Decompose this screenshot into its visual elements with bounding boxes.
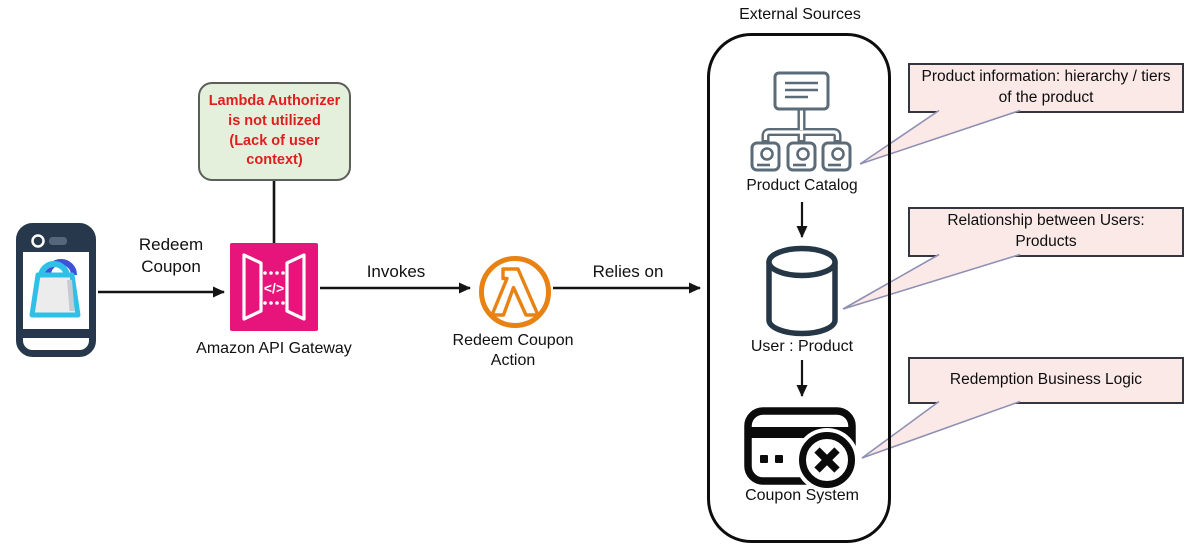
product-catalog-icon: [750, 71, 852, 172]
callout-redemption-business-logic: Redemption Business Logic: [908, 357, 1184, 404]
callout-text: Relationship between Users: Products: [947, 212, 1145, 250]
note-text: Lambda Authorizer is not utilized (Lack …: [208, 93, 341, 169]
lambda-authorizer-note: Lambda Authorizer is not utilized (Lack …: [198, 82, 351, 181]
coupon-system-icon: [744, 407, 859, 491]
lambda-label: Redeem Coupon Action: [452, 332, 574, 369]
api-gateway-label: Amazon API Gateway: [196, 340, 352, 357]
edge-label-invokes: Invokes: [366, 262, 426, 281]
external-sources-title: External Sources: [739, 6, 861, 23]
edge-label-relies-on: Relies on: [592, 262, 664, 281]
svg-text:</>: </>: [264, 280, 284, 296]
lambda-icon: [479, 256, 551, 328]
callout-product-information: Product information: hierarchy / tiers o…: [908, 63, 1184, 113]
database-icon: [766, 245, 838, 337]
bag-front-handle: [38, 261, 70, 278]
callout-text: Product information: hierarchy / tiers o…: [921, 68, 1171, 106]
coupon-system-label: Coupon System: [745, 487, 859, 504]
callout-tail: [842, 253, 1021, 310]
edge-label-redeem-coupon: Redeem Coupon: [138, 235, 204, 277]
shopping-bag: [29, 272, 81, 318]
callout-relationship-users-products: Relationship between Users: Products: [908, 207, 1184, 257]
user-product-label: User : Product: [750, 338, 854, 355]
callout-text: Redemption Business Logic: [949, 371, 1143, 389]
callout-tail: [859, 109, 1021, 165]
bag-back-handle: [45, 259, 77, 276]
callout-tail: [861, 400, 1021, 459]
product-catalog-label: Product Catalog: [746, 177, 858, 194]
api-gateway-icon: </>: [230, 243, 318, 331]
mobile-shopping-app-icon: [16, 223, 96, 357]
